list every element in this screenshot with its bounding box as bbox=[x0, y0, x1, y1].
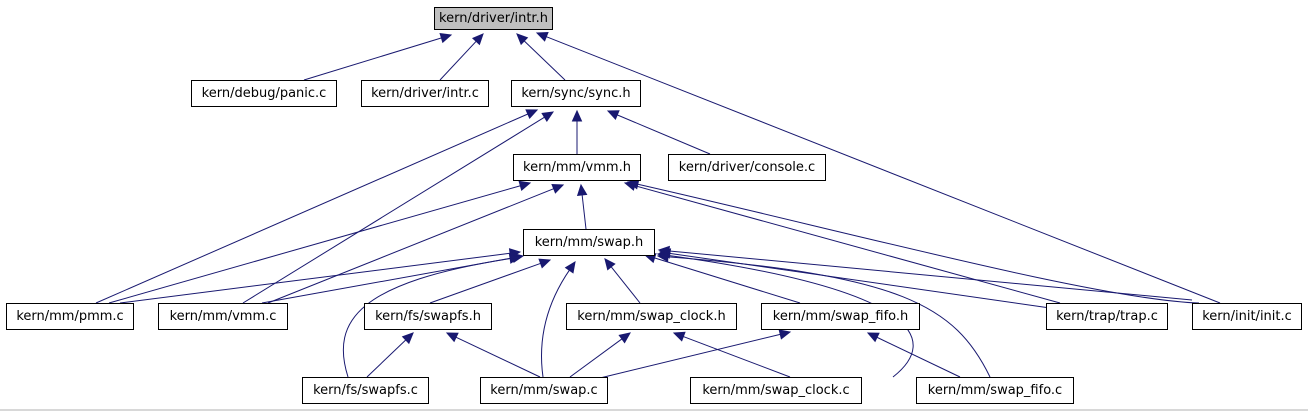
edge-swap-fifo-h-to-swap-h bbox=[653, 257, 801, 304]
edge-swap-c-to-swap-fifo-h bbox=[599, 333, 782, 379]
arrowhead-swap-c-to-swapfs-h bbox=[445, 332, 459, 343]
node-kern-sync-sync-h[interactable]: kern/sync/sync.h bbox=[511, 80, 641, 107]
arrowhead-swapfs-c-to-swap-h bbox=[508, 253, 522, 264]
node-kern-driver-console-c[interactable]: kern/driver/console.c bbox=[668, 154, 826, 181]
arrowhead-pmm-c-to-sync-h bbox=[525, 109, 539, 120]
edge-trap-c-to-swap-h bbox=[668, 252, 1051, 309]
node-kern-mm-swap-h[interactable]: kern/mm/swap.h bbox=[523, 229, 655, 256]
node-kern-driver-intr-h: kern/driver/intr.h bbox=[434, 7, 553, 30]
arrowhead-pmm-c-to-vmm-h bbox=[518, 180, 532, 191]
arrowhead-swap-c-to-swap-h bbox=[564, 260, 576, 274]
arrowhead-swap-c-to-swap-clock-h bbox=[618, 332, 631, 344]
arrowhead-swap-fifo-c-to-swap-fifo-h bbox=[866, 332, 880, 343]
node-kern-mm-swap-clock-h[interactable]: kern/mm/swap_clock.h bbox=[566, 303, 737, 330]
edge-swap-clock-c-to-swap-clock-h bbox=[682, 335, 791, 378]
edge-swap-c-to-swap-clock-h bbox=[569, 337, 624, 378]
arrowhead-swap-h-to-vmm-h bbox=[576, 183, 588, 197]
arrowhead-vmm-c-to-vmm-h bbox=[551, 184, 565, 194]
edge-panic-c-to-intr-h bbox=[303, 37, 443, 81]
arrowhead-swap-clock-c-to-swap-clock-h bbox=[672, 331, 686, 342]
bottom-divider bbox=[0, 409, 1308, 411]
edge-pmm-c-to-vmm-h bbox=[108, 184, 522, 304]
edge-swap-c-to-swap-h bbox=[541, 269, 571, 378]
edge-init-c-to-vmm-h bbox=[636, 183, 1200, 304]
node-kern-mm-swap-clock-c[interactable]: kern/mm/swap_clock.c bbox=[690, 377, 862, 404]
edge-swap-clock-h-to-swap-h bbox=[610, 265, 641, 304]
edge-vmm-c-to-vmm-h bbox=[267, 187, 555, 304]
arrowhead-swapfs-h-to-swap-h bbox=[538, 258, 552, 269]
edge-init-c-to-intr-h bbox=[545, 35, 1221, 304]
edge-swap-fifo-c-to-swap-h bbox=[666, 256, 991, 378]
node-kern-mm-vmm-c[interactable]: kern/mm/vmm.c bbox=[158, 303, 288, 330]
node-kern-driver-intr-c[interactable]: kern/driver/intr.c bbox=[361, 80, 489, 107]
arrowhead-swap-fifo-c-to-swap-h bbox=[656, 251, 669, 263]
arrowhead-init-c-to-intr-h bbox=[535, 31, 549, 42]
edge-swap-h-to-vmm-h bbox=[581, 193, 587, 230]
node-kern-fs-swapfs-h[interactable]: kern/fs/swapfs.h bbox=[364, 303, 492, 330]
arrowhead-intr-c-to-intr-h bbox=[471, 33, 484, 46]
arrowhead-panic-c-to-intr-h bbox=[439, 33, 453, 44]
node-kern-mm-pmm-c[interactable]: kern/mm/pmm.c bbox=[6, 303, 134, 330]
node-kern-mm-swap-fifo-c[interactable]: kern/mm/swap_fifo.c bbox=[916, 377, 1074, 404]
node-kern-trap-trap-c[interactable]: kern/trap/trap.c bbox=[1046, 303, 1168, 330]
edge-swap-fifo-c-to-swap-fifo-h bbox=[875, 336, 961, 378]
edge-swapfs-h-to-swap-h bbox=[429, 262, 542, 304]
node-kern-mm-swap-c[interactable]: kern/mm/swap.c bbox=[480, 377, 608, 404]
arrowhead-sync-h-to-intr-h bbox=[516, 33, 529, 46]
edge-sync-h-to-intr-h bbox=[523, 39, 566, 81]
arrowhead-console-c-to-sync-h bbox=[606, 110, 620, 120]
node-kern-mm-vmm-h[interactable]: kern/mm/vmm.h bbox=[513, 154, 641, 181]
node-kern-debug-panic-c[interactable]: kern/debug/panic.c bbox=[191, 80, 337, 107]
node-kern-fs-swapfs-c[interactable]: kern/fs/swapfs.c bbox=[302, 377, 429, 404]
node-kern-init-init-c[interactable]: kern/init/init.c bbox=[1192, 303, 1302, 330]
edge-vmm-c-to-sync-h bbox=[242, 116, 546, 304]
node-kern-mm-swap-fifo-h[interactable]: kern/mm/swap_fifo.h bbox=[761, 303, 920, 330]
edge-trap-c-to-vmm-h bbox=[633, 184, 1061, 304]
edge-swap-c-to-swapfs-h bbox=[454, 336, 541, 378]
edge-pmm-c-to-sync-h bbox=[95, 113, 529, 304]
arrowhead-vmm-h-to-sync-h bbox=[571, 109, 583, 122]
edge-init-c-to-swap-h bbox=[667, 250, 1193, 301]
arrowhead-swap-c-to-swap-fifo-h bbox=[778, 329, 792, 340]
arrowhead-vmm-c-to-sync-h bbox=[541, 111, 555, 122]
edge-console-c-to-sync-h bbox=[616, 114, 711, 155]
edge-swapfs-c-to-swapfs-h bbox=[366, 338, 407, 378]
edge-pmm-c-to-swap-h bbox=[119, 252, 512, 304]
edge-intr-c-to-intr-h bbox=[439, 40, 478, 81]
arrowhead-swapfs-c-to-swapfs-h bbox=[401, 332, 414, 345]
arrowhead-swap-clock-h-to-swap-h bbox=[604, 258, 616, 271]
